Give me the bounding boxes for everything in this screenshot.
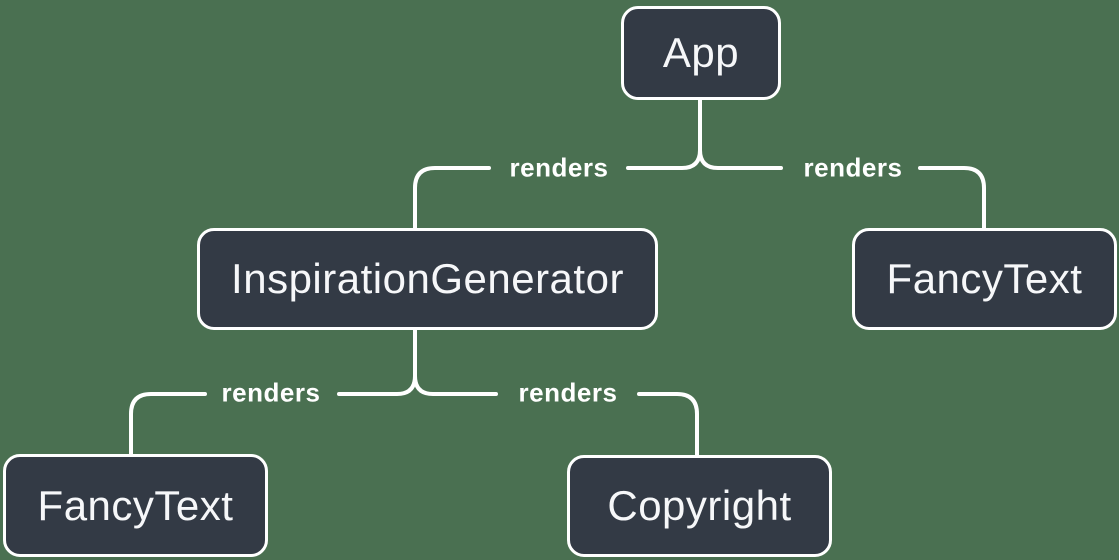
node-fancy-text-top: FancyText xyxy=(852,228,1117,330)
edge-inspirationgenerator-copyright-tail xyxy=(637,392,699,457)
edge-app-fancytext-tail xyxy=(918,166,986,230)
edge-inspirationgenerator-copyright-fork xyxy=(413,328,498,396)
node-fancy-text-bottom: FancyText xyxy=(3,454,268,557)
edge-label-inspirationgenerator-fancytext: renders xyxy=(221,377,321,408)
edge-app-fancytext-fork xyxy=(698,98,783,170)
edge-label-app-fancytext: renders xyxy=(803,152,903,183)
node-app: App xyxy=(621,6,781,100)
edge-label-app-inspirationgenerator: renders xyxy=(509,152,609,183)
edge-label-inspirationgenerator-copyright: renders xyxy=(518,377,618,408)
node-copyright: Copyright xyxy=(567,455,832,557)
edge-app-inspirationgenerator-tail xyxy=(413,166,491,230)
node-inspiration-generator: InspirationGenerator xyxy=(197,228,658,330)
edge-inspirationgenerator-fancytext-tail xyxy=(129,392,207,456)
edge-app-inspirationgenerator-fork xyxy=(626,98,702,170)
edge-inspirationgenerator-fancytext-fork xyxy=(337,328,417,396)
